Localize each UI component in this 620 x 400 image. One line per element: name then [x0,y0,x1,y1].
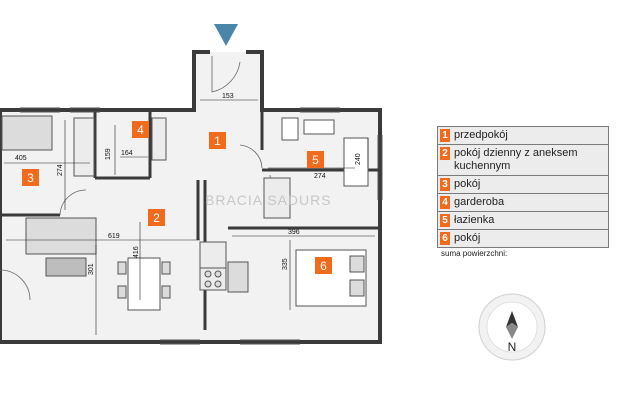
entrance-vestibule [194,52,262,112]
wardrobe-closet [151,117,167,161]
dim-335: 335 [282,258,289,270]
svg-text:1: 1 [214,134,221,148]
toilet [281,117,299,141]
room-badge-6: 6 [315,257,332,274]
legend-number: 1 [440,129,450,142]
watermark: BRACIA SADURS [205,192,332,208]
sink-unit [199,241,227,269]
svg-text:5: 5 [312,153,319,167]
legend-label: garderoba [454,196,505,208]
floor-plan: 153 405 159 164 274 274 240 619 416 396 … [0,24,383,345]
legend-label: pokój [454,232,481,244]
outer-walls [0,50,382,344]
legend-number: 4 [440,196,450,209]
legend-item: 2 pokój dzienny z aneksem kuchennym [438,145,608,176]
bed-left [1,115,53,151]
dim-405: 405 [15,155,27,162]
compass-letter: N [508,340,517,354]
svg-text:2: 2 [153,211,160,225]
room-badge-1: 1 [209,132,226,149]
dining-table [127,257,161,311]
wardrobe-left [73,117,95,177]
washing-machine [263,177,291,219]
room-badges: 1 2 3 4 5 6 [22,121,332,274]
svg-text:6: 6 [320,259,327,273]
svg-text:3: 3 [27,171,34,185]
legend-item: 5 łazienka [438,212,608,230]
room-legend: 1 przedpokój 2 pokój dzienny z aneksem k… [437,126,609,248]
legend-item: 4 garderoba [438,194,608,212]
legend-number: 6 [440,232,450,245]
room-badge-4: 4 [132,121,149,138]
dim-164: 164 [121,150,133,157]
dim-416: 416 [133,246,140,258]
room-badge-3: 3 [22,169,39,186]
dimension-labels: 153 405 159 164 274 274 240 619 416 396 … [15,93,362,275]
windows [20,107,383,345]
dim-396: 396 [288,229,300,236]
dim-240: 240 [355,153,362,165]
legend-number: 5 [440,214,450,227]
legend-item: 1 przedpokój [438,127,608,145]
legend-label: pokój [454,178,481,190]
fridge [227,261,249,293]
compass-icon: N [478,293,546,361]
entrance-arrow-icon [214,24,238,46]
washbasin [303,119,335,135]
dim-274-bath: 274 [314,173,326,180]
dim-159: 159 [105,148,112,160]
legend-item: 6 pokój [438,230,608,247]
bathtub [343,137,369,187]
coffee-table [45,257,87,277]
legend-number: 3 [440,178,450,191]
legend-label: łazienka [454,214,495,226]
area-sum-label: suma powierzchni: [441,249,508,258]
sofa [25,217,97,255]
dim-301: 301 [88,263,95,275]
legend-number: 2 [440,147,450,160]
dim-619: 619 [108,233,120,240]
svg-text:4: 4 [137,123,144,137]
legend-item: 3 pokój [438,176,608,194]
dim-274-left: 274 [57,164,64,176]
room-badge-2: 2 [148,209,165,226]
dim-153: 153 [222,93,234,100]
room-badge-5: 5 [307,151,324,168]
legend-label: przedpokój [454,129,508,141]
legend-label: pokój dzienny z aneksem kuchennym [454,147,578,172]
stove [199,267,227,291]
